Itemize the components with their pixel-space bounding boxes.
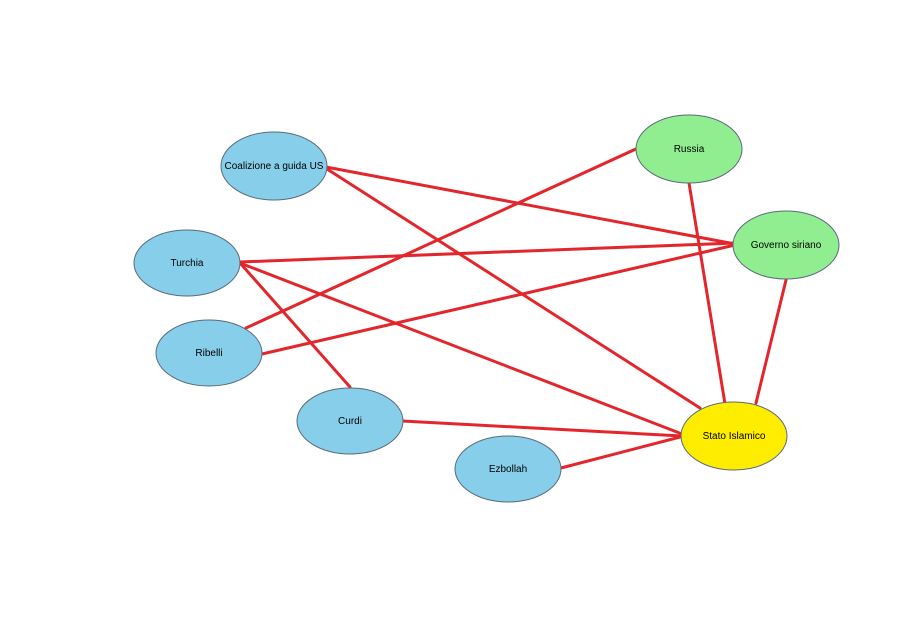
node-curdi-ellipse [296, 387, 404, 455]
edge-turchia-governo [238, 241, 737, 264]
edge-curdi-stato [400, 419, 684, 438]
node-stato: Stato Islamico [680, 401, 788, 471]
node-governo: Governo siriano [732, 210, 840, 280]
edge-governo-stato [754, 278, 788, 405]
node-governo-ellipse [732, 210, 840, 280]
node-ezbollah-ellipse [454, 435, 562, 503]
edge-coalizione-governo [324, 165, 737, 246]
node-stato-label: Stato Islamico [703, 431, 766, 442]
node-ribelli-ellipse [155, 319, 263, 387]
edge-ezbollah-stato [559, 434, 686, 470]
node-turchia-label: Turchia [171, 258, 204, 269]
node-turchia: Turchia [133, 229, 241, 297]
node-coalizione-ellipse [220, 131, 328, 201]
nodes-layer: Coalizione a guida US TurchiaRibelliCurdi… [133, 114, 840, 503]
node-ribelli: Ribelli [155, 319, 263, 387]
node-ezbollah-label: Ezbollah [489, 464, 527, 475]
edge-coalizione-stato [325, 167, 702, 410]
edge-turchia-stato [238, 261, 684, 436]
node-ribelli-label: Ribelli [195, 348, 222, 359]
node-coalizione: Coalizione a guida US [220, 131, 328, 201]
edge-ribelli-russia [244, 146, 640, 330]
node-russia-label: Russia [674, 144, 705, 155]
node-coalizione-label: Coalizione a guida US [225, 161, 324, 172]
node-governo-label: Governo siriano [751, 240, 822, 251]
edge-turchia-curdi [238, 261, 352, 389]
node-russia: Russia [635, 114, 743, 184]
node-curdi-label: Curdi [338, 416, 362, 427]
edge-ribelli-governo [260, 243, 737, 356]
node-ezbollah: Ezbollah [454, 435, 562, 503]
node-turchia-ellipse [133, 229, 241, 297]
node-stato-ellipse [680, 401, 788, 471]
edge-russia-stato [687, 181, 727, 406]
edges-layer [238, 146, 788, 470]
node-curdi: Curdi [296, 387, 404, 455]
node-russia-ellipse [635, 114, 743, 184]
